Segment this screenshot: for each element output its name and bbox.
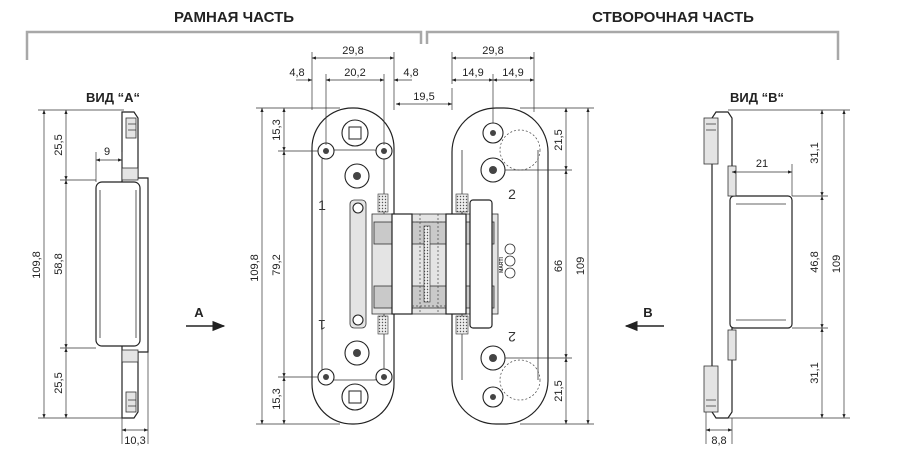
dim-left-top: 25,5: [53, 134, 65, 155]
dim-center-bottom: 15,3: [271, 388, 283, 409]
view-b-label: ВИД “В“: [730, 90, 784, 105]
dim-side-depth: 8,8: [711, 435, 726, 447]
view-b-top-flange: [703, 117, 719, 165]
dim-side-mid: 46,8: [809, 251, 821, 272]
leaf-part-bracket: [425, 30, 840, 60]
arrow-a-label: A: [194, 305, 204, 320]
mark-one-bottom: 1: [318, 317, 326, 333]
dim-top-width-left: 29,8: [342, 45, 363, 57]
hinge-mechanism: [371, 199, 499, 329]
dim-side-total: 109: [831, 255, 843, 273]
view-b-side-view: ВИД “В“ 31,1 46,8 31,1 109 21 8,8: [703, 90, 850, 447]
dim-top-gap: 19,5: [413, 91, 434, 103]
view-a-pocket: [95, 181, 141, 347]
dim-side-top: 31,1: [809, 142, 821, 163]
dim-top-edge-left: 4,8: [289, 67, 304, 79]
mark-two-bottom: 2: [508, 329, 516, 345]
dim-center-total: 109,8: [249, 254, 261, 282]
frame-part-label: РАМНАЯ ЧАСТЬ: [174, 9, 294, 26]
arrow-b: B: [624, 305, 664, 332]
mark-one-top: 1: [318, 197, 326, 213]
dim-top-edge-right: 4,8: [403, 67, 418, 79]
frame-part-bracket: [25, 30, 423, 60]
frame-bottom-screw-hole: [341, 383, 369, 411]
leaf-half: 2 2 MADE IN ITALY MARTI: [451, 107, 549, 425]
arrow-b-label: B: [643, 305, 652, 320]
dim-right-total: 109: [575, 257, 587, 275]
leaf-part-label: СТВОРОЧНАЯ ЧАСТЬ: [592, 9, 754, 26]
mark-two-top: 2: [508, 186, 516, 202]
stamp-brand: MARTI: [499, 256, 505, 272]
dim-top-half-right-b: 14,9: [502, 67, 523, 79]
dim-side-bottom: 31,1: [809, 362, 821, 383]
dim-right-bottom: 21,5: [553, 380, 565, 401]
frame-half: 1 1: [311, 107, 395, 425]
dim-center-inner: 79,2: [271, 254, 283, 275]
dim-left-offset: 9: [104, 146, 110, 158]
center-dimensions: 29,8 20,2 4,8 4,8 19,5 29,8 14,9 14,9 10…: [249, 45, 594, 425]
dim-right-mid: 66: [553, 260, 565, 272]
dim-right-top: 21,5: [553, 129, 565, 150]
frame-top-screw-hole: [341, 119, 369, 147]
dim-top-half-left: 20,2: [344, 67, 365, 79]
view-a-side-view: ВИД “А“ 109,8 25,5 58,8 25,5 9 10,3: [31, 90, 149, 447]
dim-left-depth: 10,3: [124, 435, 145, 447]
dim-top-width-right: 29,8: [482, 45, 503, 57]
dim-top-half-right-a: 14,9: [462, 67, 483, 79]
dim-side-offset: 21: [756, 158, 768, 170]
dim-left-mid: 58,8: [53, 253, 65, 274]
view-b-bottom-flange: [703, 365, 719, 413]
view-b-pocket: [729, 195, 793, 329]
dim-center-top: 15,3: [271, 119, 283, 140]
dim-left-total: 109,8: [31, 251, 43, 279]
section-headers: РАМНАЯ ЧАСТЬ СТВОРОЧНАЯ ЧАСТЬ: [25, 9, 840, 60]
dim-left-bottom: 25,5: [53, 372, 65, 393]
view-a-label: ВИД “А“: [86, 90, 140, 105]
arrow-a: A: [186, 305, 226, 332]
